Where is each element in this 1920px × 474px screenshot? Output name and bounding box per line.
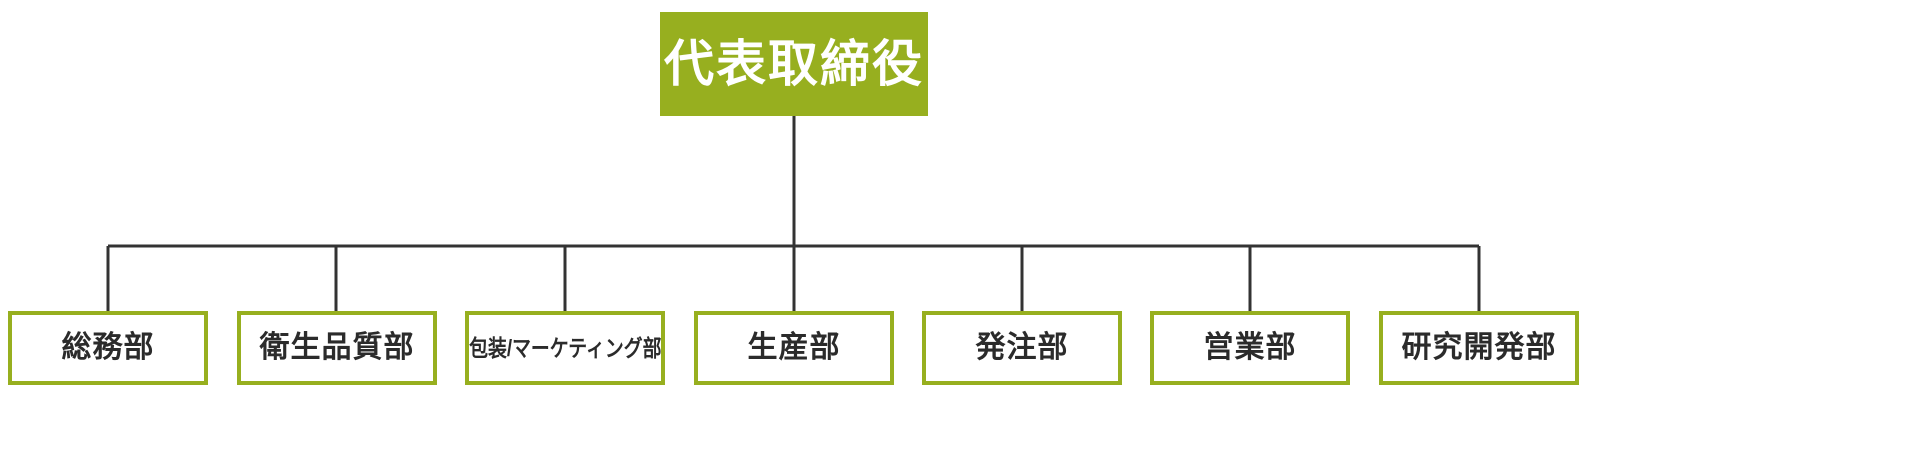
org-department-row: 総務部 衛生品質部 包装/マーケティング部 生産部 発注部 営業部 研究開発部 bbox=[0, 311, 1920, 385]
org-node-department-5[interactable]: 発注部 bbox=[922, 311, 1122, 385]
org-node-root-label: 代表取締役 bbox=[664, 36, 924, 92]
org-node-department-7[interactable]: 研究開発部 bbox=[1379, 311, 1579, 385]
org-node-department-6-label: 営業部 bbox=[1203, 331, 1297, 364]
org-node-department-1-label: 総務部 bbox=[61, 331, 155, 364]
org-node-department-6[interactable]: 営業部 bbox=[1150, 311, 1350, 385]
org-node-department-1[interactable]: 総務部 bbox=[8, 311, 208, 385]
org-node-department-3[interactable]: 包装/マーケティング部 bbox=[465, 311, 665, 385]
org-node-department-2-label: 衛生品質部 bbox=[259, 331, 415, 364]
org-node-department-4[interactable]: 生産部 bbox=[694, 311, 894, 385]
org-node-root[interactable]: 代表取締役 bbox=[660, 12, 928, 116]
org-node-department-5-label: 発注部 bbox=[975, 331, 1069, 364]
org-node-department-4-label: 生産部 bbox=[747, 331, 841, 364]
org-node-department-3-label: 包装/マーケティング部 bbox=[468, 334, 662, 361]
org-node-department-2[interactable]: 衛生品質部 bbox=[237, 311, 437, 385]
org-node-department-7-label: 研究開発部 bbox=[1401, 331, 1557, 364]
